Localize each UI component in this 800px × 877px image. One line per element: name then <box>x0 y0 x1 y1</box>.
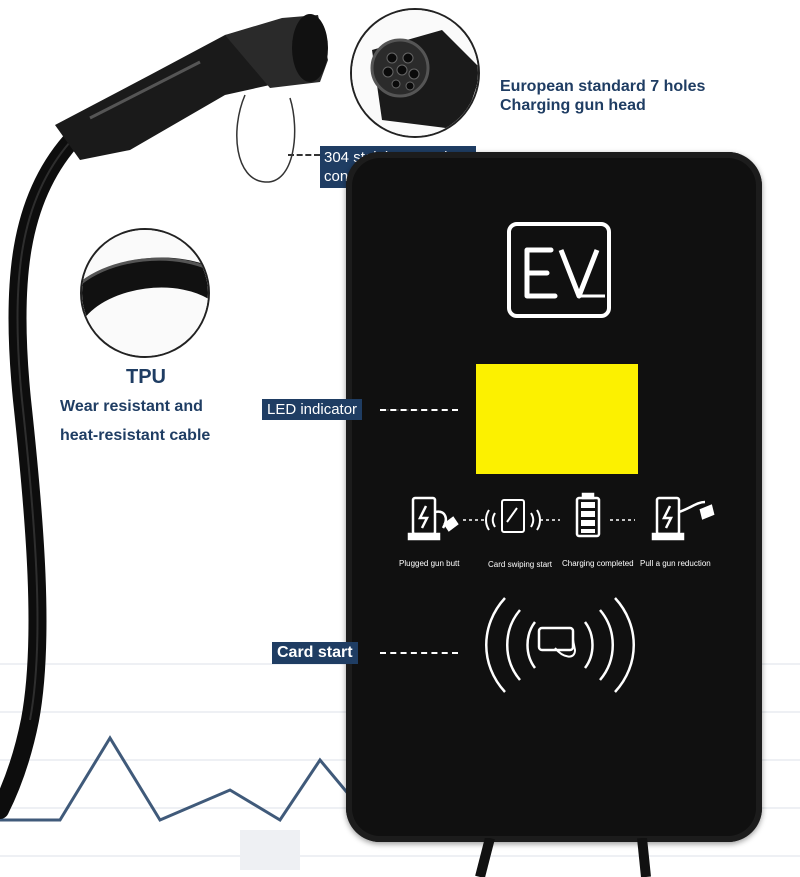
tpu-label-line1: Wear resistant and <box>60 398 203 415</box>
tpu-label-line2: heat-resistant cable <box>60 427 211 444</box>
gun-head-label-line1: European standard 7 holes <box>500 78 706 95</box>
card-start-callout-line <box>380 652 458 654</box>
tpu-cable-detail-image <box>80 228 210 358</box>
step-label-charging-completed: Charging completed <box>562 559 634 568</box>
card-reader-icon <box>485 597 635 693</box>
card-swipe-icon <box>485 499 541 533</box>
battery-full-icon <box>575 492 601 538</box>
steps-icon-row <box>407 492 715 541</box>
charging-station-icon <box>407 496 459 541</box>
gun-head-label-line2: Charging gun head <box>500 97 646 114</box>
led-indicator-tag: LED indicator <box>262 399 363 420</box>
charger-mount-posts <box>475 838 651 877</box>
rope-callout-line <box>288 154 320 156</box>
charging-station-icon <box>651 496 715 541</box>
led-indicator-panel <box>476 364 638 474</box>
step-label-pull-gun: Pull a gun reduction <box>640 559 711 568</box>
step-label-plugged: Plugged gun butt <box>399 559 460 568</box>
tpu-title: TPU <box>126 366 166 388</box>
card-start-tag: Card start <box>272 642 358 664</box>
led-callout-line-on-body <box>380 409 458 411</box>
step-label-card-swiping: Card swiping start <box>488 560 553 569</box>
ev-logo-icon <box>507 222 611 318</box>
gun-head-detail-image <box>350 8 480 138</box>
